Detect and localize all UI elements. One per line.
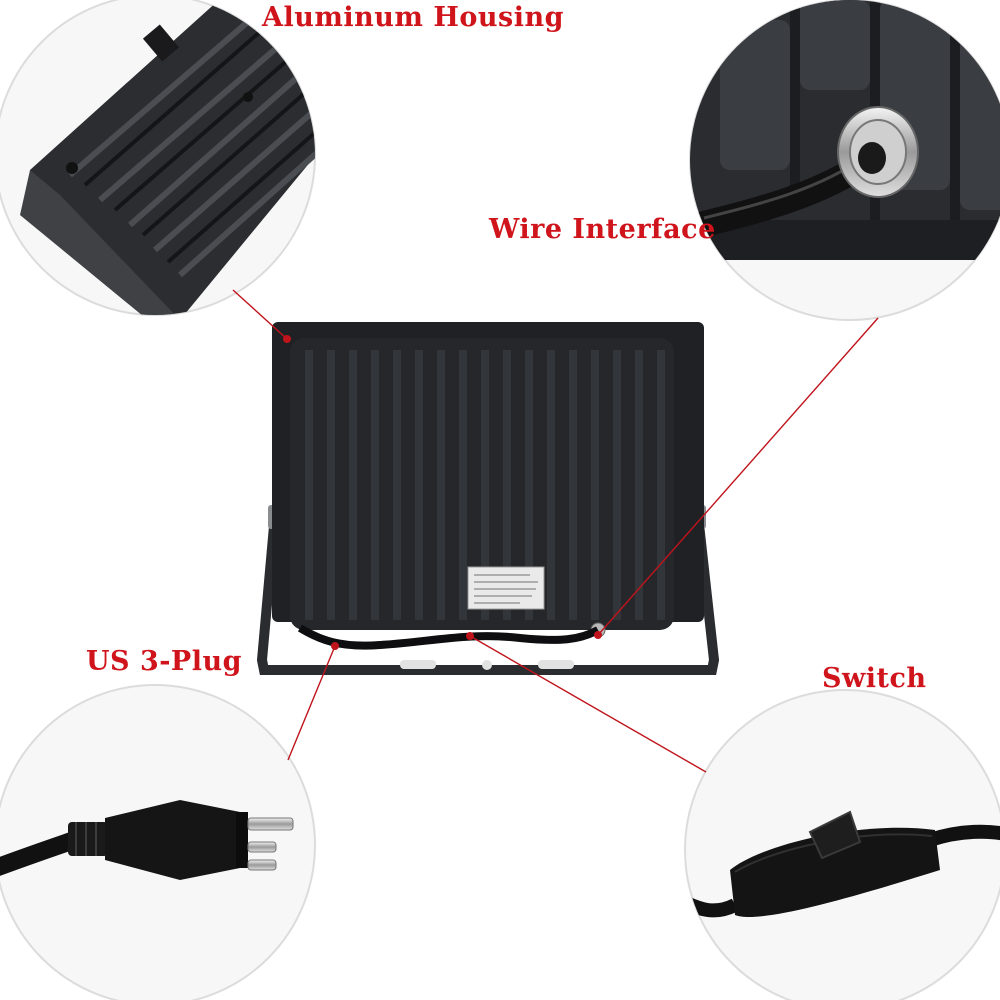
leader-switch — [469, 635, 707, 773]
inline-rocker-switch-icon — [685, 810, 1000, 918]
flood-light-body — [256, 322, 720, 675]
callout-us-3-plug: US 3-Plug — [86, 646, 243, 677]
heat-sink-fins — [305, 350, 665, 620]
leader-wire — [597, 317, 879, 636]
leader-plug — [287, 645, 336, 761]
rating-label — [467, 566, 545, 610]
callout-switch: Switch — [822, 663, 927, 694]
callout-aluminum-housing: Aluminum Housing — [262, 2, 565, 33]
callout-wire-interface: Wire Interface — [489, 214, 716, 245]
switch-inset — [684, 689, 1000, 1000]
leader-housing — [232, 289, 288, 340]
housing-inset — [0, 0, 316, 316]
cable-gland-icon — [690, 0, 1000, 260]
plug-inset — [0, 684, 316, 1000]
us-three-prong-plug-icon — [0, 800, 294, 880]
wire-inset — [689, 0, 1000, 321]
heat-sink-fins-icon — [20, 0, 315, 315]
leader-lines — [232, 289, 879, 773]
